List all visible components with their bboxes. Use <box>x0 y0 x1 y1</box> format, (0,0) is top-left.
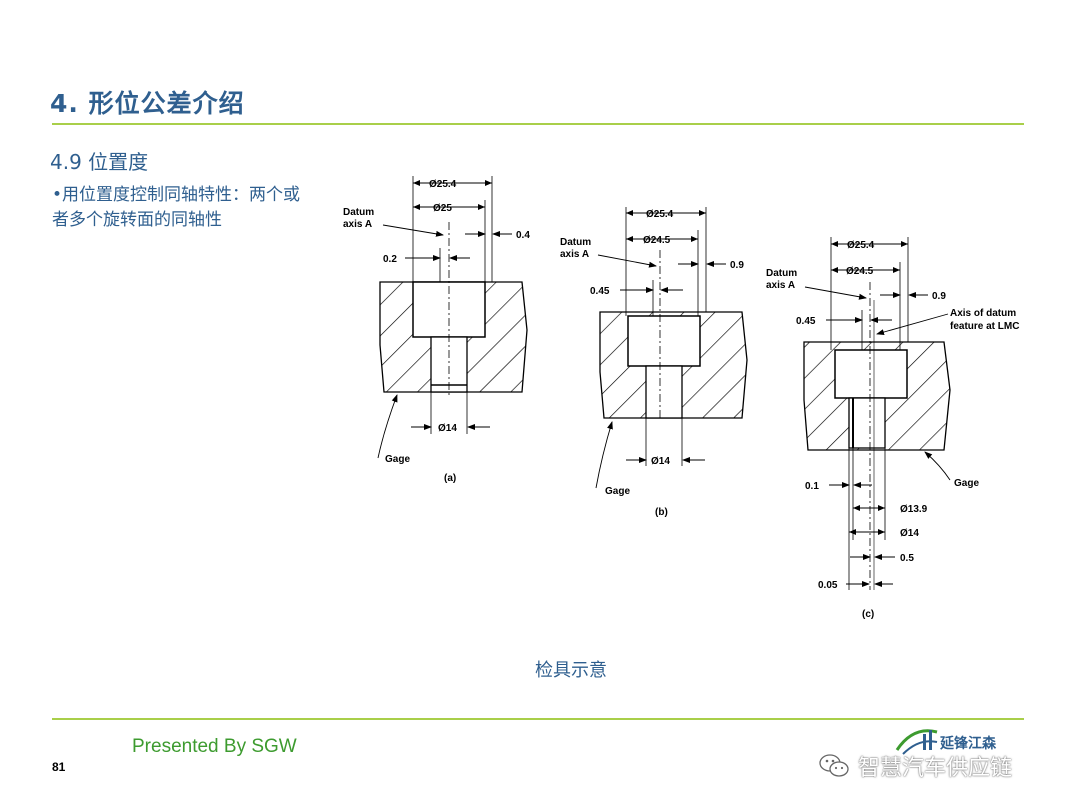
dim-b-tol-left: 0.45 <box>590 286 610 297</box>
dim-c-005: 0.05 <box>818 580 838 591</box>
wechat-icon <box>819 754 849 777</box>
page-number: 81 <box>52 760 66 774</box>
top-divider <box>52 123 1024 125</box>
figure-caption: 检具示意 <box>535 660 607 681</box>
dim-c-01: 0.1 <box>805 481 819 492</box>
presented-by: Presented By SGW <box>132 736 297 757</box>
watermark-text: 智慧汽车供应链 <box>858 756 1013 781</box>
datum-a-label-2: axis A <box>343 219 372 230</box>
axis-note-1: Axis of datum <box>950 308 1016 319</box>
dim-c-tol-right: 0.9 <box>932 291 946 302</box>
dim-b-outer: Ø25.4 <box>646 209 674 220</box>
dim-c-tol-left: 0.45 <box>796 316 816 327</box>
dim-c-14: Ø14 <box>900 528 919 539</box>
counterbore-c <box>834 349 908 399</box>
dim-b-bottom: Ø14 <box>651 456 670 467</box>
dim-a-outer: Ø25.4 <box>429 179 457 190</box>
datum-c-label: Datum <box>766 268 797 279</box>
dim-c-outer: Ø25.4 <box>847 240 875 251</box>
axis-note-2: feature at LMC <box>950 321 1019 332</box>
dim-c-139: Ø13.9 <box>900 504 928 515</box>
section-subtitle: 4.9 位置度 <box>50 150 149 174</box>
datum-a-label: Datum <box>343 207 374 218</box>
dim-a-tol-left: 0.2 <box>383 254 397 265</box>
figure-c: Ø25.4 Ø24.5 0.9 0.45 Datum axis A Axis o… <box>766 237 1019 620</box>
dim-c-inner: Ø24.5 <box>846 266 874 277</box>
figure-b-label: (b) <box>655 507 668 518</box>
datum-b-label: Datum <box>560 237 591 248</box>
dim-a-bottom: Ø14 <box>438 423 457 434</box>
counterbore-b <box>627 315 701 367</box>
dim-a-inner: Ø25 <box>433 203 452 214</box>
bullet-text: •用位置度控制同轴特性：两个或者多个旋转面的同轴性 <box>52 185 301 230</box>
dim-c-05: 0.5 <box>900 553 914 564</box>
datum-c-label-2: axis A <box>766 280 795 291</box>
dim-b-tol-right: 0.9 <box>730 260 744 271</box>
gage-c-label: Gage <box>954 478 979 489</box>
figure-a: Ø25.4 Ø25 0.4 0.2 Ø14 Datum axis A Gage … <box>343 176 530 484</box>
dim-b-inner: Ø24.5 <box>643 235 671 246</box>
figure-b: Ø25.4 Ø24.5 0.9 0.45 Ø14 Datum axis A Ga… <box>560 207 748 518</box>
slide-title: 4. 形位公差介绍 <box>50 89 245 118</box>
figure-a-label: (a) <box>444 473 456 484</box>
figure-c-label: (c) <box>862 609 874 620</box>
gage-b-label: Gage <box>605 486 630 497</box>
hole-c <box>848 397 886 449</box>
dim-a-tol-right: 0.4 <box>516 230 530 241</box>
gage-a-label: Gage <box>385 454 410 465</box>
logo-text: 延锋江森 <box>940 736 996 752</box>
hole-b <box>645 365 683 419</box>
company-logo-icon <box>895 729 938 755</box>
bottom-divider <box>52 718 1024 720</box>
datum-b-label-2: axis A <box>560 249 589 260</box>
